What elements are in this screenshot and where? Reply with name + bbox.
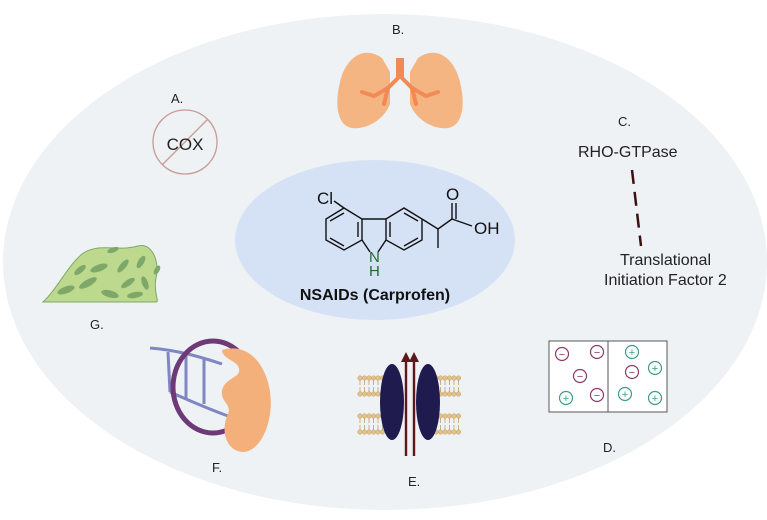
atom-h: H (369, 263, 380, 280)
panel-f-label: F. (212, 460, 222, 475)
svg-text:−: − (559, 349, 565, 361)
panel-b-label: B. (392, 22, 404, 37)
atom-oh: OH (474, 219, 500, 238)
dashed-connector (630, 169, 643, 247)
organelle-group (57, 246, 161, 299)
cox-inhibited-icon (152, 109, 218, 175)
cox-text: COX (167, 135, 204, 154)
positive-ion: + (647, 360, 663, 376)
negative-ion: − (624, 364, 640, 380)
panel-e-label: E. (408, 474, 420, 489)
svg-text:+: + (622, 389, 628, 401)
cell-organelles-icon (41, 245, 161, 303)
membrane-channel-icon (357, 352, 462, 456)
positive-ion: + (558, 390, 574, 406)
atom-o: O (446, 185, 459, 204)
negative-ion: − (554, 346, 570, 362)
svg-text:+: + (652, 363, 658, 375)
compound-title: NSAIDs (Carprofen) (300, 287, 450, 304)
svg-text:−: − (629, 367, 635, 379)
svg-text:−: − (577, 371, 583, 383)
positive-ion: + (617, 386, 633, 402)
negative-ion: − (572, 368, 588, 384)
negative-ion: − (589, 387, 605, 403)
panel-d-label: D. (603, 440, 616, 455)
ion-group: −−−−+++−++ (554, 344, 663, 406)
svg-text:−: − (594, 347, 600, 359)
panel-c-label: C. (618, 114, 631, 129)
translational-text: Translational (620, 252, 711, 269)
svg-text:+: + (563, 393, 569, 405)
panel-g-label: G. (90, 317, 104, 332)
rho-gtpase-text: RHO-GTPase (578, 144, 678, 161)
svg-text:+: + (629, 347, 635, 359)
svg-text:−: − (594, 390, 600, 402)
panel-a-label: A. (171, 91, 183, 106)
svg-text:+: + (652, 393, 658, 405)
negative-ion: − (589, 344, 605, 360)
center-ellipse (235, 160, 515, 320)
initiation-factor-text: Initiation Factor 2 (604, 272, 727, 289)
carprofen-structure (325, 200, 473, 253)
positive-ion: + (647, 390, 663, 406)
lungs-icon (337, 52, 463, 129)
protein-dna-icon (149, 338, 271, 452)
atom-cl: Cl (317, 189, 333, 208)
atom-n: N (369, 249, 380, 266)
positive-ion: + (624, 344, 640, 360)
